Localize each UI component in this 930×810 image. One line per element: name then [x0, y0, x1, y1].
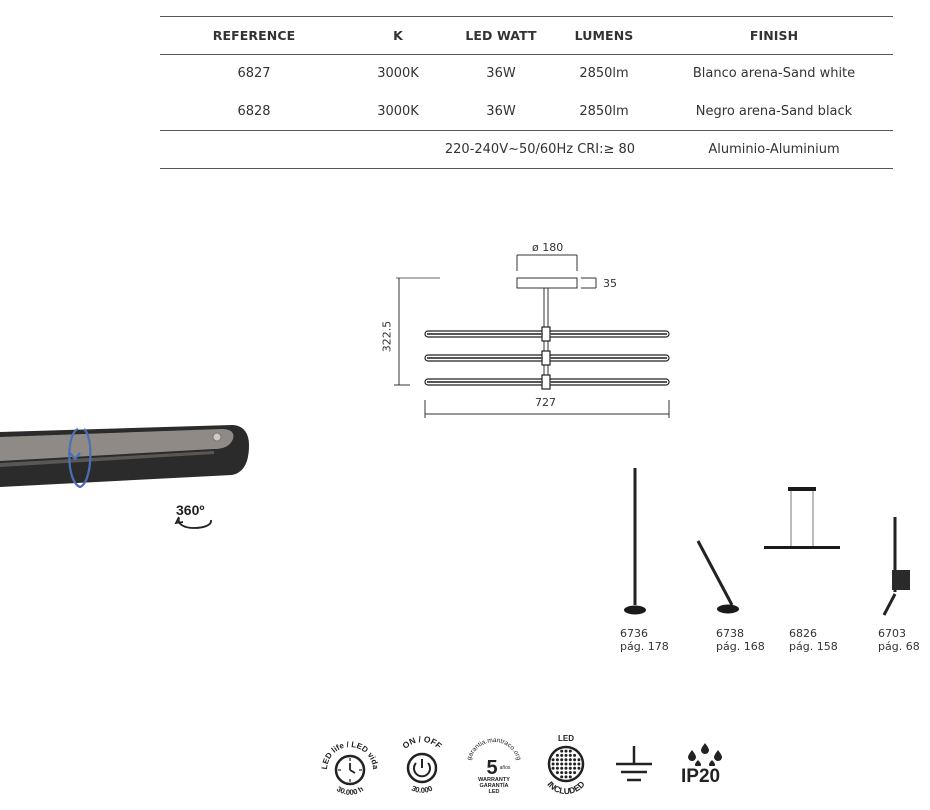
table-bottom-rule — [160, 168, 893, 169]
svg-text:ON / OFF: ON / OFF — [400, 734, 444, 751]
related-ref: 6736 — [620, 627, 648, 640]
svg-text:30.000: 30.000 — [410, 784, 434, 795]
led-life-badge: LED life / LED vida 30.000 h — [318, 736, 382, 800]
cell-lumens: 2850lm — [579, 104, 629, 119]
header-lumens: LUMENS — [574, 28, 634, 43]
material-es: Aluminio — [708, 142, 766, 157]
warranty-unit: años — [500, 765, 511, 771]
electrical-spec: 220-240V~50/60Hz CRI:≥ 80 — [444, 142, 636, 157]
material-en: Aluminium — [769, 142, 840, 157]
dimension-width: 727 — [535, 396, 556, 409]
technical-drawing — [394, 254, 670, 418]
cell-k: 3000K — [377, 104, 419, 119]
material-spec: Aluminio-Aluminium — [654, 142, 894, 157]
cell-k: 3000K — [377, 66, 419, 81]
related-ref: 6826 — [789, 627, 817, 640]
finish-en: Sand black — [780, 104, 853, 119]
finish-separator: - — [778, 66, 783, 81]
related-page: pág. 168 — [716, 640, 765, 653]
header-finish: FINISH — [749, 28, 799, 43]
warranty-text-3: LED — [489, 789, 500, 795]
related-product-6826[interactable]: 6826 pág. 158 — [762, 484, 842, 653]
power-icon: ON / OFF 30.000 — [400, 734, 444, 795]
related-product-6703[interactable]: 6703 pág. 68 — [870, 512, 920, 653]
cell-finish: Negro arena-Sand black — [654, 104, 894, 119]
svg-text:30.000 h: 30.000 h — [335, 784, 365, 797]
related-ref: 6703 — [878, 627, 906, 640]
rotation-label: 360º — [176, 502, 205, 518]
cell-lumens: 2850lm — [579, 66, 629, 81]
table-top-rule — [160, 16, 893, 17]
pendant-lamp-icon — [764, 487, 840, 549]
led-included-badge: LED INCLUDED — [534, 732, 598, 800]
cell-reference: 6828 — [237, 104, 271, 119]
floor-lamp-icon — [624, 468, 646, 615]
cell-watt: 36W — [486, 66, 516, 81]
finish-en: Sand white — [782, 66, 856, 81]
led-included-bottom: INCLUDED — [545, 779, 586, 796]
lamp-arm-detail — [0, 425, 249, 489]
warranty-years: 5 — [486, 757, 497, 779]
rotation-arrow-icon — [68, 427, 92, 489]
led-life-hours: 30.000 h — [335, 784, 365, 797]
ground-symbol-icon — [616, 746, 652, 782]
led-included-top: LED — [558, 734, 574, 743]
header-reference: REFERENCE — [212, 28, 296, 43]
rotation-360-icon: 360º — [174, 502, 218, 532]
warranty-seal-icon: garantia.mantraco.org 5 años WARRANTY GA… — [466, 737, 523, 795]
ip-rating: IP20 — [681, 766, 721, 787]
on-off-badge: ON / OFF 30.000 — [390, 734, 454, 800]
header-led-watt: LED WATT — [465, 28, 537, 43]
ground-badge — [612, 744, 656, 788]
dimension-canopy-height: 35 — [603, 277, 617, 290]
on-off-cycles: 30.000 — [410, 784, 434, 795]
clock-icon: LED life / LED vida 30.000 h — [320, 740, 380, 797]
warranty-text-1: WARRANTY — [478, 777, 510, 783]
svg-text:INCLUDED: INCLUDED — [545, 779, 586, 796]
related-product-6738[interactable]: 6738 pág. 168 — [690, 535, 765, 653]
related-product-6736[interactable]: 6736 pág. 178 — [610, 465, 669, 653]
related-ref: 6738 — [716, 627, 744, 640]
cell-watt: 36W — [486, 104, 516, 119]
material-separator: - — [765, 142, 770, 157]
related-page: pág. 178 — [620, 640, 669, 653]
header-k: K — [393, 28, 403, 43]
related-page: pág. 68 — [878, 640, 920, 653]
finish-separator: - — [776, 104, 781, 119]
finish-es: Blanco arena — [692, 66, 779, 81]
ip20-badge: IP20 — [678, 740, 734, 794]
related-page: pág. 158 — [789, 640, 838, 653]
warranty-text-2: GARANTÍA — [479, 781, 508, 789]
on-off-text: ON / OFF — [400, 734, 444, 751]
cell-reference: 6827 — [237, 66, 271, 81]
led-chip-icon: LED INCLUDED — [545, 734, 586, 796]
dimension-height: 322.5 — [380, 320, 394, 353]
warranty-badge: garantia.mantraco.org 5 años WARRANTY GA… — [462, 736, 526, 800]
cell-finish: Blanco arena-Sand white — [654, 66, 894, 81]
wall-lamp-icon — [882, 517, 910, 616]
finish-es: Negro arena — [695, 104, 777, 119]
water-drops-icon — [688, 743, 722, 768]
dimension-diameter: ø 180 — [532, 241, 564, 254]
table-header-rule — [160, 54, 893, 55]
angled-floor-lamp-icon — [696, 540, 739, 614]
table-footer-rule — [160, 130, 893, 131]
